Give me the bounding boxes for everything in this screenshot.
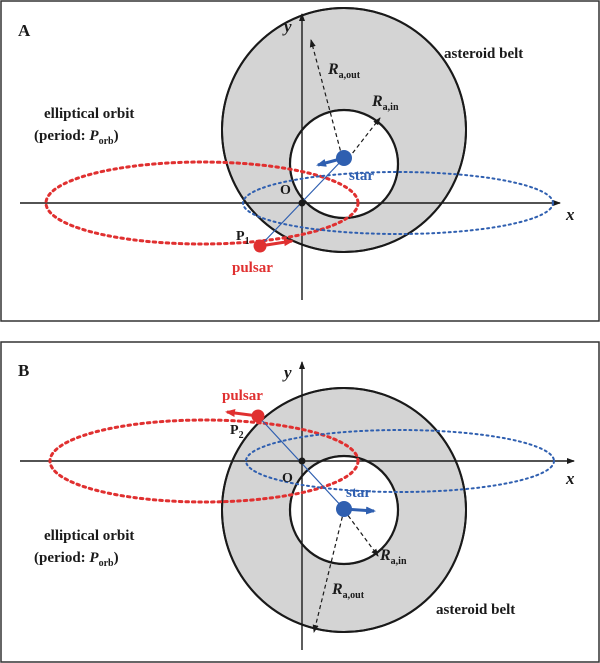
x-axis-label: x (565, 469, 575, 488)
r-in-line (343, 509, 379, 557)
y-axis-label: y (282, 17, 292, 36)
origin-point (298, 199, 306, 207)
r-out-label: Ra,out (327, 61, 361, 81)
r-out-label: Ra,out (331, 581, 365, 601)
point-label: P1 (236, 229, 250, 247)
panel-a: A asteroid belt elliptical orbit (period… (0, 0, 600, 322)
r-in-label: Ra,in (379, 547, 407, 567)
pulsar-dot (251, 409, 265, 423)
star-dot (336, 150, 352, 166)
orbit-label-line1: elliptical orbit (44, 106, 134, 122)
star-orbit (242, 171, 554, 235)
origin-point (298, 457, 306, 465)
panel-b: B asteroid belt elliptical orbit (period… (0, 341, 600, 663)
orbit-label-line2: (period: Porb) (34, 550, 119, 569)
origin-label: O (280, 183, 291, 198)
asteroid-belt-label: asteroid belt (436, 602, 515, 618)
star-label: star (346, 485, 371, 501)
pulsar-orbit (48, 418, 360, 504)
origin-label: O (282, 471, 293, 486)
orbit-label-line2: (period: Porb) (34, 128, 119, 147)
r-out-line (309, 39, 345, 165)
star-label: star (349, 168, 374, 184)
star-orbit (245, 429, 555, 493)
belt-outer-edge (221, 387, 467, 633)
panel-a-frame (0, 0, 600, 322)
panel-b-frame (0, 341, 600, 663)
point-label: P2 (230, 423, 244, 441)
pulsar-dot (253, 239, 267, 253)
asteroid-belt-label: asteroid belt (444, 46, 523, 62)
pulsar-label: pulsar (232, 260, 273, 276)
orbit-label-line1: elliptical orbit (44, 528, 134, 544)
x-axis-label: x (565, 205, 575, 224)
belt-outer-edge (221, 7, 467, 253)
pulsar-orbit (44, 160, 360, 246)
panel-label: A (18, 21, 31, 40)
panel-label: B (18, 361, 29, 380)
y-axis-label: y (282, 363, 292, 382)
star-dot (336, 501, 352, 517)
r-in-label: Ra,in (371, 93, 399, 113)
pulsar-label: pulsar (222, 388, 263, 404)
